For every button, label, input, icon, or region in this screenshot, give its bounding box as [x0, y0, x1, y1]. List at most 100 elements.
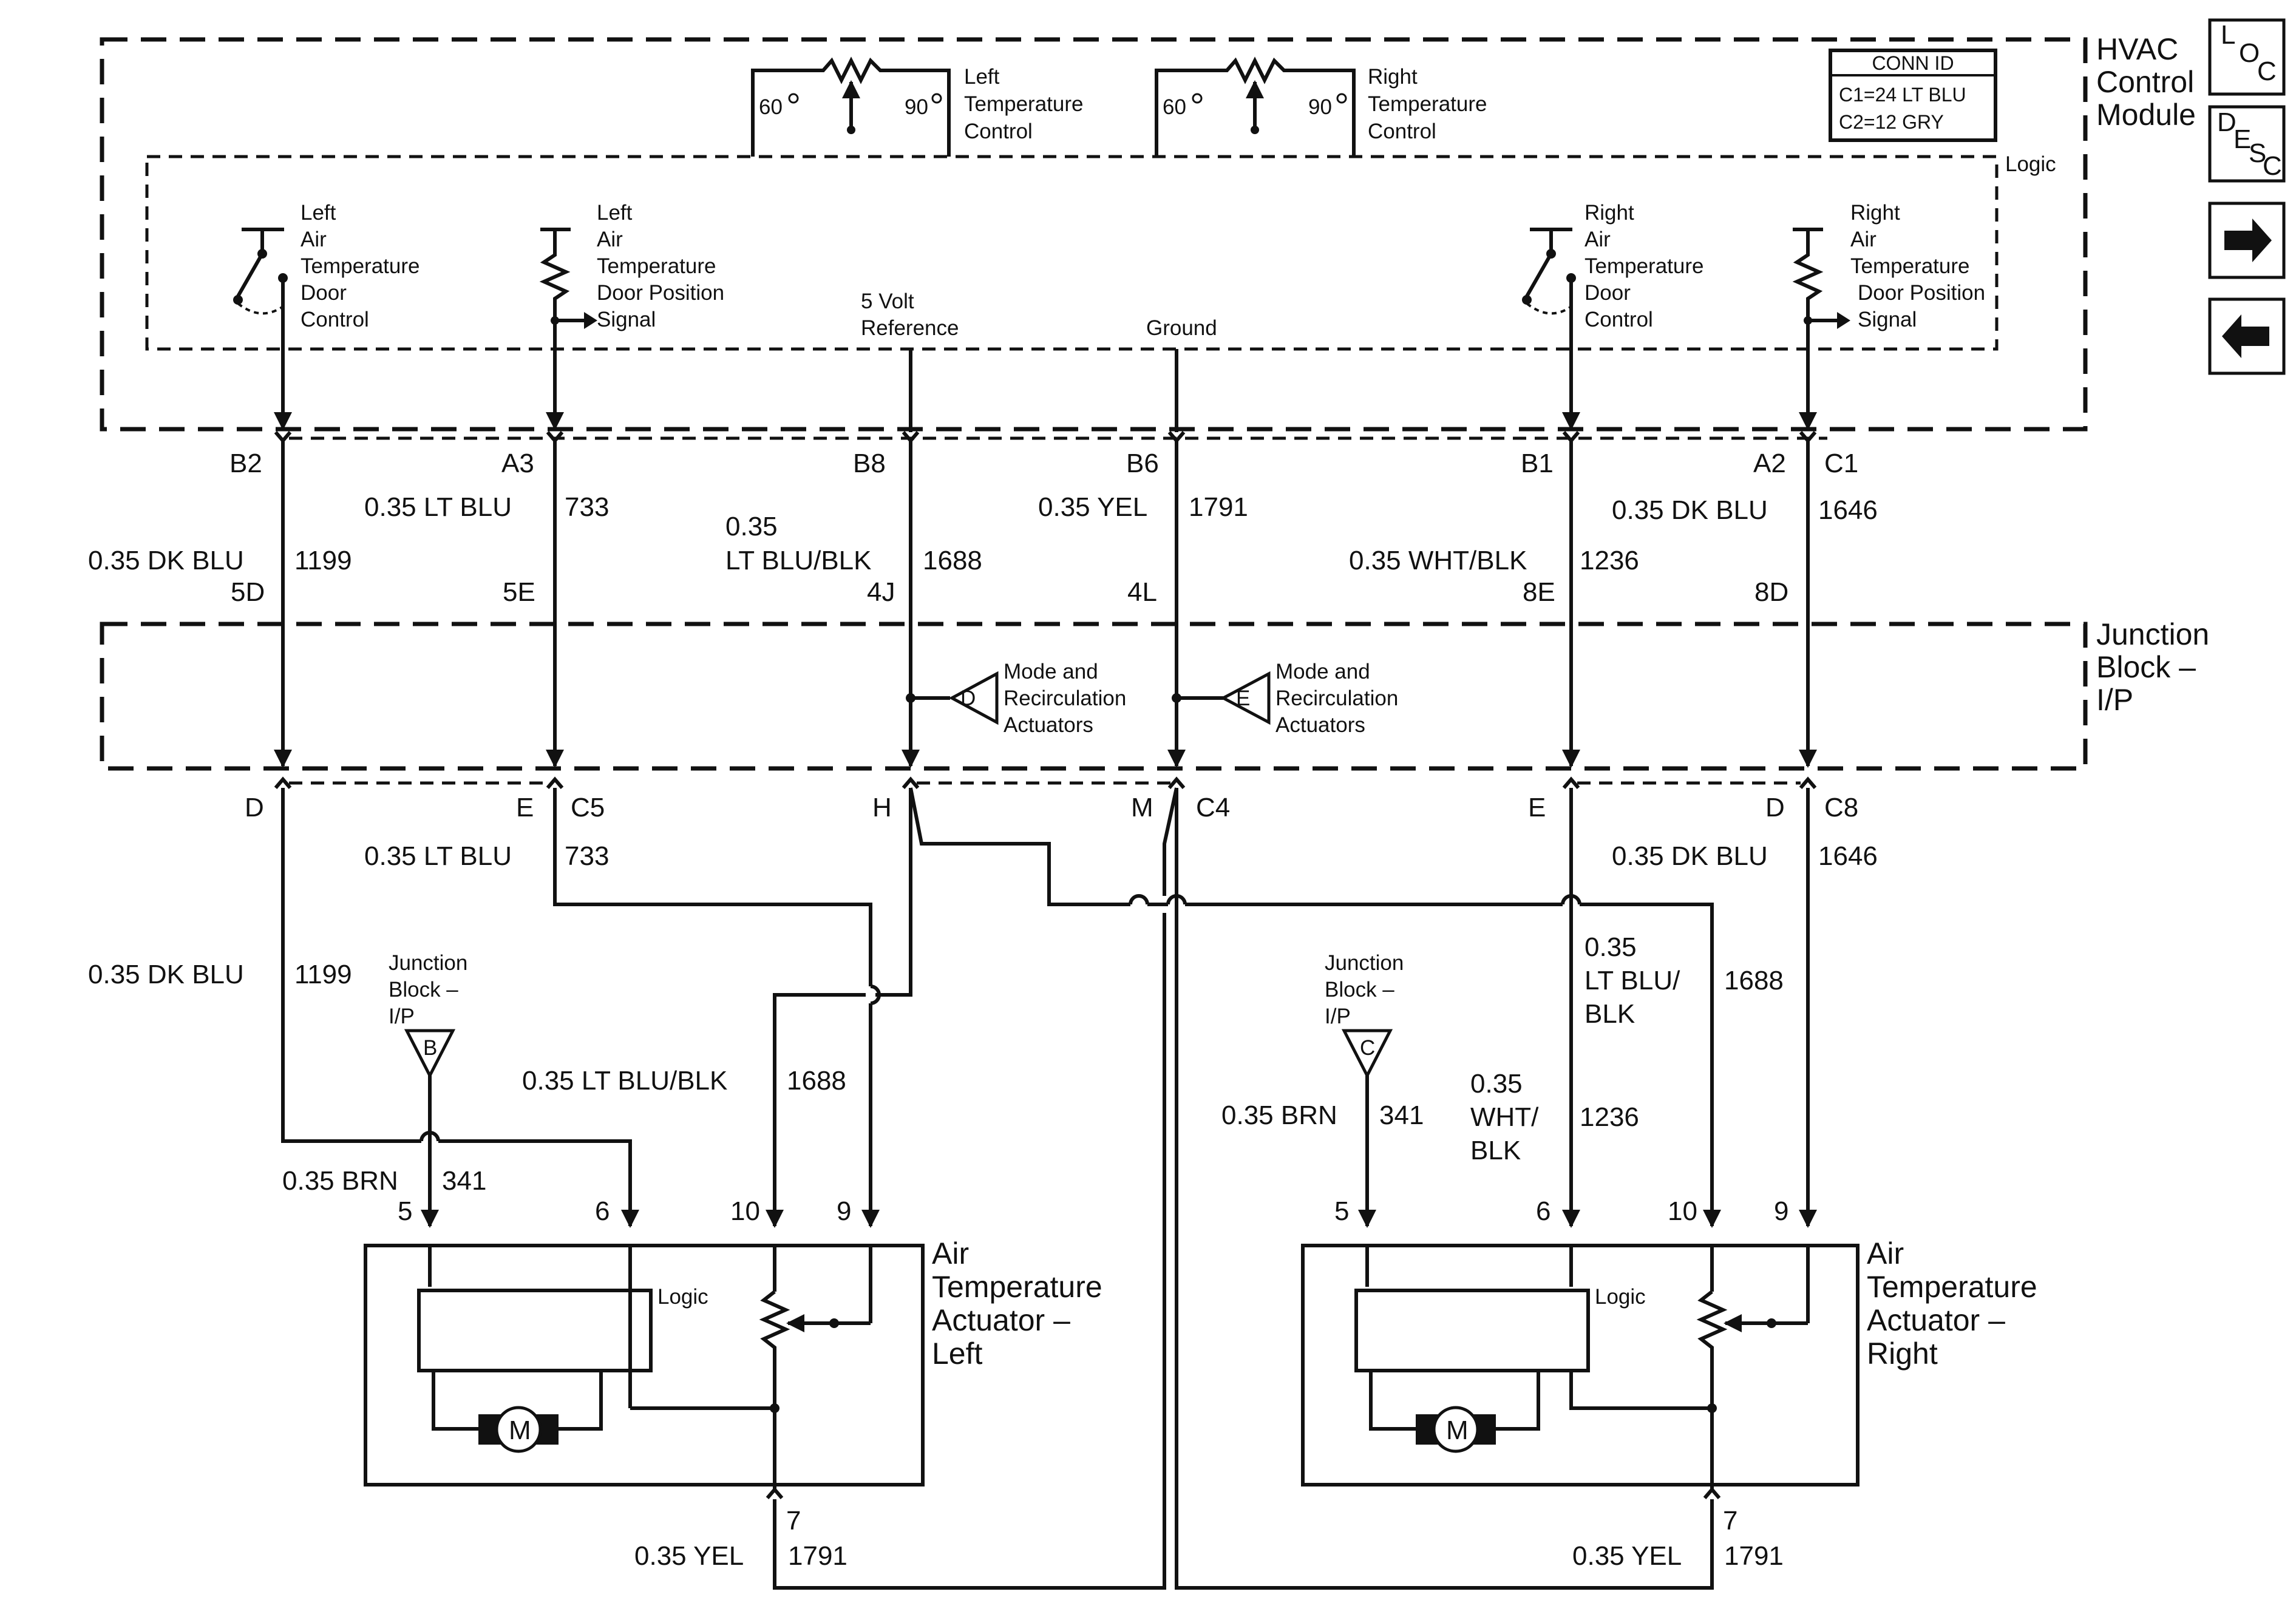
hvac-module-border [100, 37, 2088, 432]
splice-e-label-2: Recirculation [1275, 686, 1398, 710]
wire-1199-color: 0.35 DK BLU [88, 546, 244, 575]
lower-connector-pins [274, 776, 1817, 789]
left-door-pos-label-3: Temperature [597, 254, 716, 278]
pin-b6: B6 [1126, 449, 1159, 478]
left-door-control-switch: Left Air Temperature Door Control [233, 201, 419, 425]
junction-title-2: Block – [2096, 650, 2196, 684]
wire-1236-circuit: 1236 [1580, 546, 1639, 575]
hvac-module-title-1: HVAC [2096, 32, 2178, 66]
svg-text:Block –: Block – [389, 978, 458, 1002]
splice-d-letter: D [960, 686, 976, 710]
lwire-1236-right-circuit: 1236 [1580, 1102, 1639, 1132]
lwire-1646-circuit: 1646 [1818, 841, 1878, 871]
pin-c8: C8 [1824, 793, 1858, 822]
wire-1646-color: 0.35 DK BLU [1612, 495, 1768, 525]
lwire-1688-left-color: 0.35 LT BLU/BLK [522, 1066, 727, 1096]
svg-text:L: L [2221, 20, 2235, 50]
lwire-1688-right-color-1: 0.35 [1584, 932, 1637, 962]
wire-1199-circuit: 1199 [294, 546, 352, 575]
left-door-control-label-5: Control [301, 308, 369, 331]
hvac-control-module: HVAC Control Module Logic CONN ID C1=24 … [100, 32, 2196, 432]
ground-label: Ground [1146, 316, 1217, 340]
right-door-control-label-3: Temperature [1584, 254, 1703, 278]
right-door-pos-label-1: Right [1850, 201, 1900, 225]
lwire-1236-right-color-2: WHT/ [1470, 1102, 1539, 1132]
hvac-module-title-2: Control [2096, 65, 2194, 99]
splice-d-label-1: Mode and [1004, 660, 1098, 683]
lwire-1236-right-color-1: 0.35 [1470, 1069, 1523, 1099]
desc-button[interactable]: D E S C [2208, 105, 2286, 183]
lwire-341-right-color: 0.35 BRN [1221, 1100, 1337, 1130]
wire-1688-cavity: 4J [867, 577, 895, 607]
svg-text:I/P: I/P [1325, 1005, 1351, 1028]
wire-1646-circuit: 1646 [1818, 495, 1878, 525]
actuator-right-logic-box [1354, 1289, 1590, 1372]
wire-1688-color-2: LT BLU/BLK [725, 546, 872, 575]
pin-e: E [516, 793, 534, 822]
lwire-1688-right-color-2: LT BLU/ [1584, 966, 1680, 995]
actuator-left-title-3: Actuator – [932, 1303, 1070, 1337]
conn-id-c1: C1=24 LT BLU [1839, 84, 1966, 106]
svg-text:E: E [2233, 124, 2251, 154]
actuator-right-pin-6: 6 [1536, 1196, 1550, 1226]
left-temp-max: 90 [905, 95, 928, 119]
actuator-right-pin-10: 10 [1668, 1196, 1697, 1226]
wire-733-circuit: 733 [565, 492, 609, 522]
svg-text:Block –: Block – [1325, 978, 1394, 1002]
actuator-left-pin-7: 7 [786, 1506, 801, 1536]
wire-1236-color: 0.35 WHT/BLK [1349, 546, 1527, 575]
left-door-control-label-2: Air [301, 228, 327, 251]
left-temp-min: 60 [759, 95, 783, 119]
hvac-module-title-3: Module [2096, 98, 2196, 132]
loc-button[interactable]: L O C [2208, 18, 2286, 96]
conn-id-box: CONN ID C1=24 LT BLU C2=12 GRY [1829, 49, 1997, 142]
right-door-pos-label-4: Door Position [1858, 281, 1985, 305]
right-temperature-control: 60 90 Right Temperature Control [1155, 56, 1487, 157]
junction-title-3: I/P [2096, 683, 2133, 717]
right-door-control-switch: Right Air Temperature Door Control [1522, 201, 1703, 425]
lwire-1646-color: 0.35 DK BLU [1612, 841, 1768, 871]
actuator-left-box [364, 1244, 925, 1486]
left-temp-label-2: Temperature [964, 92, 1083, 116]
left-door-control-label-1: Left [301, 201, 336, 225]
svg-text:C: C [1360, 1036, 1375, 1060]
actuator-left-pin-6: 6 [595, 1196, 610, 1226]
wire-733-cavity: 5E [503, 577, 535, 607]
lwire-1688-right-color-3: BLK [1584, 999, 1635, 1029]
conn-id-c2: C2=12 GRY [1839, 111, 1944, 133]
splice-d-label-3: Actuators [1004, 713, 1093, 737]
pin-d: D [245, 793, 264, 822]
upper-wires [274, 349, 1817, 768]
left-door-pos-label-5: Signal [597, 308, 656, 331]
svg-text:Junction: Junction [389, 951, 467, 975]
actuator-left-pin-10: 10 [730, 1196, 760, 1226]
right-temp-max: 90 [1308, 95, 1332, 119]
lower-wires [281, 787, 1817, 1590]
actuator-right-pin-7: 7 [1723, 1506, 1737, 1536]
lwire-1791-right-circuit: 1791 [1724, 1541, 1784, 1571]
left-door-position-resistor: Left Air Temperature Door Position Signa… [539, 201, 724, 425]
svg-text:Junction: Junction [1325, 951, 1404, 975]
actuator-right-box [1301, 1244, 1860, 1486]
left-door-control-label-3: Temperature [301, 254, 419, 278]
lwire-1236-right-color-3: BLK [1470, 1136, 1521, 1165]
actuator-right-motor-icon [1432, 1406, 1479, 1453]
actuator-right: 5 6 10 9 7 Logic M Air Temperature Actua… [1301, 1196, 2037, 1536]
arrow-left-icon [2222, 314, 2269, 358]
actuator-right-title-2: Temperature [1867, 1270, 2037, 1304]
svg-text:D: D [2217, 107, 2237, 137]
next-arrow-button[interactable] [2208, 202, 2286, 279]
left-temp-label-3: Control [964, 120, 1033, 143]
left-temperature-control: 60 90 Left Temperature Control [751, 56, 1083, 157]
logic-label: Logic [2005, 152, 2056, 176]
actuator-left-logic-label: Logic [657, 1285, 708, 1309]
left-door-control-label-4: Door [301, 281, 347, 305]
svg-text:O: O [2239, 38, 2260, 68]
right-door-control-label-4: Door [1584, 281, 1631, 305]
prev-arrow-button[interactable] [2208, 297, 2286, 375]
right-temp-label-3: Control [1368, 120, 1436, 143]
wire-1236-cavity: 8E [1523, 577, 1555, 607]
junction-ref-c: C Junction Block – I/P [1325, 951, 1404, 1079]
actuator-left-motor-icon [495, 1406, 542, 1453]
pin-d-right: D [1765, 793, 1785, 822]
